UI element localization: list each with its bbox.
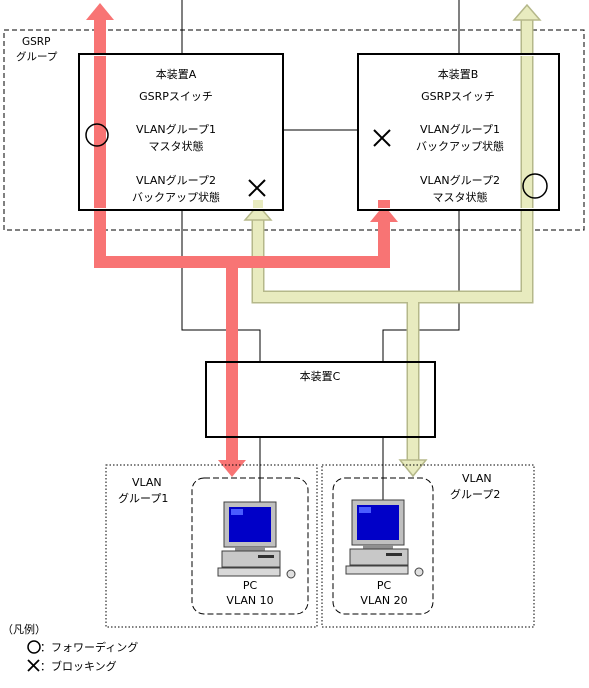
gsrp-group-boundary	[3, 29, 585, 231]
pc-icon	[345, 499, 424, 577]
yellow-arrow-down-pc2	[398, 459, 428, 478]
vlan-group-2-boundary	[321, 464, 535, 628]
pc1-label-1: PC	[243, 579, 258, 592]
vlan-group-1-label-2: グループ1	[118, 491, 168, 505]
pc2-label-1: PC	[377, 579, 392, 592]
device-b: 本装置B GSRPスイッチ VLANグループ1 バックアップ状態 VLANグルー…	[357, 53, 560, 211]
pc1-frame	[191, 477, 309, 615]
gsrp-group-label-2: グループ	[16, 50, 58, 63]
pc-icon	[217, 501, 296, 579]
vlan-group-2-label-1: VLAN	[462, 472, 492, 485]
forwarding-icon	[27, 640, 41, 654]
forwarding-icon	[85, 123, 109, 147]
legend-blocking: ：ブロッキング	[40, 659, 117, 673]
blocking-icon	[373, 129, 391, 147]
device-b-vlan2-line2: マスタ状態	[433, 190, 488, 204]
forwarding-icon	[522, 173, 548, 199]
device-b-vlan1-line2: バックアップ状態	[416, 139, 504, 153]
device-a-type: GSRPスイッチ	[139, 90, 213, 103]
device-b-vlan1-line1: VLANグループ1	[420, 122, 500, 136]
device-a: 本装置A GSRPスイッチ VLANグループ1 マスタ状態 VLANグループ2 …	[78, 53, 284, 211]
blocking-icon	[27, 659, 40, 672]
device-a-name: 本装置A	[156, 67, 197, 81]
device-a-vlan2-line1: VLANグループ2	[136, 173, 216, 187]
device-b-vlan2-line1: VLANグループ2	[420, 173, 500, 187]
legend-forwarding: ：フォワーディング	[40, 640, 138, 654]
red-arrow-down-pc1	[218, 460, 246, 477]
device-a-vlan2-line2: バックアップ状態	[132, 190, 220, 204]
red-arrow-up-b	[370, 205, 398, 222]
device-c-name: 本装置C	[300, 369, 341, 383]
blocking-icon	[248, 179, 266, 197]
pc2-label-2: VLAN 20	[360, 594, 407, 607]
device-b-type: GSRPスイッチ	[421, 90, 495, 103]
yellow-arrow-up-a	[243, 203, 273, 221]
pc2-frame	[332, 477, 434, 615]
cables	[181, 0, 460, 508]
pc1-label-2: VLAN 10	[226, 594, 273, 607]
device-c: 本装置C	[205, 361, 436, 438]
device-a-vlan1-line2: マスタ状態	[149, 139, 204, 153]
device-b-name: 本装置B	[438, 67, 479, 81]
device-a-vlan1-line1: VLANグループ1	[136, 122, 216, 136]
legend: （凡例） ：フォワーディング ：ブロッキング	[2, 622, 138, 673]
red-arrow-up-top	[86, 3, 114, 20]
vlan-group-2-label-2: グループ2	[450, 487, 500, 501]
vlan-group-1-label-1: VLAN	[132, 476, 162, 489]
legend-title: （凡例）	[2, 622, 46, 636]
gsrp-group-label-1: GSRP	[22, 36, 50, 48]
yellow-arrow-up-top	[512, 3, 542, 21]
vlan-group-1-boundary	[105, 464, 318, 628]
